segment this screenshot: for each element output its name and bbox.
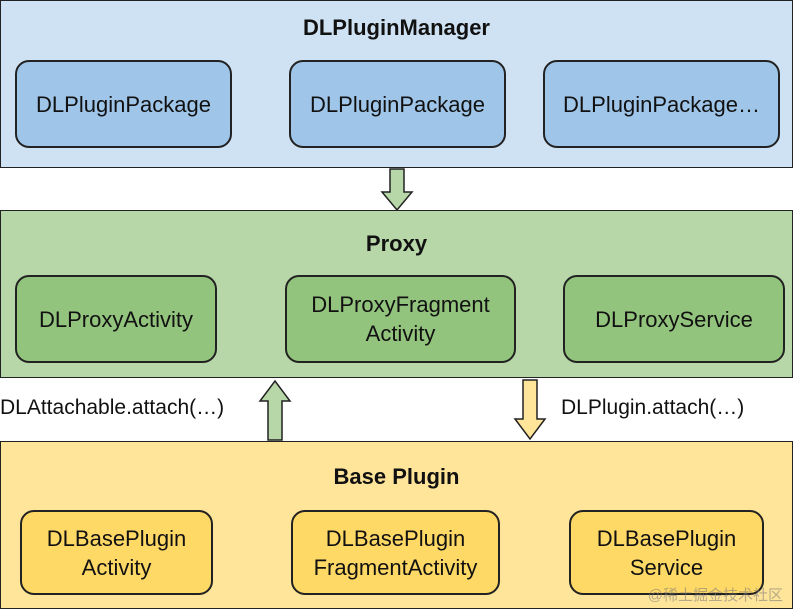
attachable-attach-label: DLAttachable.attach(…) — [0, 396, 225, 419]
plugin-manager-title: DLPluginManager — [302, 15, 490, 40]
plugin-package-box-3: DLPluginPackage… — [543, 60, 780, 148]
down-arrow-icon — [380, 168, 414, 212]
base-plugin-title: Base Plugin — [333, 464, 460, 489]
base-plugin-activity-box: DLBasePlugin Activity — [20, 510, 213, 595]
proxy-title: Proxy — [365, 231, 428, 256]
down-arrow-icon — [513, 379, 547, 441]
proxy-activity-box: DLProxyActivity — [15, 275, 217, 363]
plugin-attach-label: DLPlugin.attach(…) — [561, 396, 745, 419]
up-arrow-icon — [258, 379, 292, 441]
watermark: @稀土掘金技术社区 — [647, 587, 783, 604]
plugin-package-box-2: DLPluginPackage — [289, 60, 506, 148]
plugin-package-box-1: DLPluginPackage — [15, 60, 232, 148]
proxy-fragment-activity-box: DLProxyFragment Activity — [285, 275, 516, 363]
proxy-service-box: DLProxyService — [563, 275, 785, 363]
base-plugin-service-box: DLBasePlugin Service — [569, 510, 764, 595]
base-plugin-fragment-activity-box: DLBasePlugin FragmentActivity — [291, 510, 500, 595]
